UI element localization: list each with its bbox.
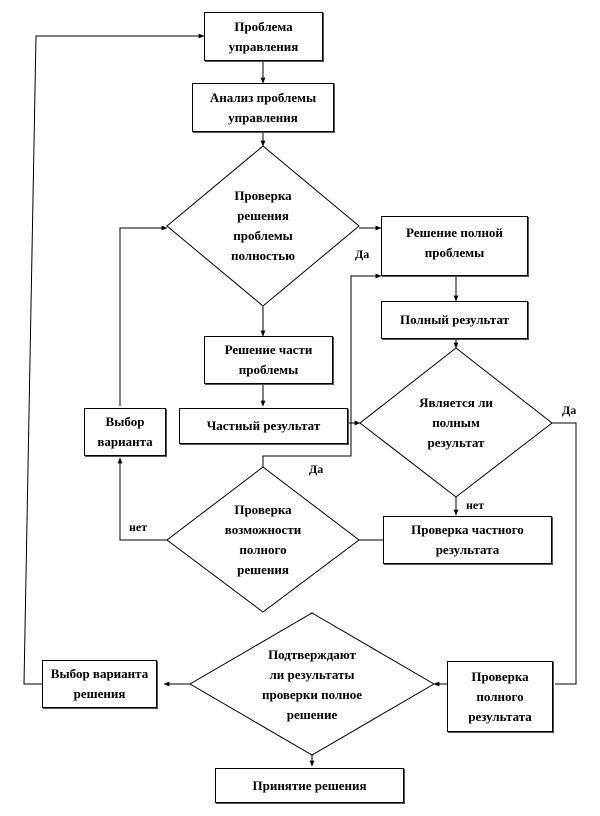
node-is-full-text: Является ли полным результат: [419, 395, 493, 450]
node-decision: Принятие решения: [215, 768, 404, 803]
node-check-possibility: Проверка возможности полного решения: [203, 500, 323, 580]
node-check-full: Проверка решения проблемы полностью: [203, 186, 323, 266]
node-check-full-result-text: Проверка полного результата: [468, 668, 532, 724]
node-confirm-text: Подтверждают ли результаты проверки полн…: [261, 647, 363, 722]
node-partial-result-text: Частный результат: [206, 418, 321, 433]
node-choose-variant: Выбор варианта: [84, 408, 166, 456]
edge-choose-check: [119, 225, 168, 406]
node-solve-part-text: Решение части проблемы: [224, 342, 313, 377]
edge-isfull-checkfullresult: [552, 422, 577, 685]
node-problem: Проблема управления: [204, 12, 323, 61]
node-analysis-text: Анализ проблемы управления: [209, 89, 317, 125]
node-choose-solution: Выбор варианта решения: [42, 660, 157, 708]
node-check-partial: Проверка частного результата: [383, 516, 552, 564]
edge-possibility-choose: [117, 457, 167, 541]
node-choose-solution-text: Выбор варианта решения: [50, 666, 149, 701]
node-choose-variant-text: Выбор варианта: [97, 414, 153, 449]
node-confirm: Подтверждают ли результаты проверки полн…: [242, 645, 382, 725]
node-check-full-result: Проверка полного результата: [447, 661, 553, 732]
label-no-1: нет: [466, 498, 485, 512]
node-check-partial-text: Проверка частного результата: [411, 522, 524, 557]
node-problem-text: Проблема управления: [228, 18, 299, 54]
node-analysis: Анализ проблемы управления: [192, 83, 334, 132]
label-yes-1: Да: [355, 247, 370, 261]
node-is-full: Является ли полным результат: [396, 393, 516, 453]
node-partial-result: Частный результат: [179, 408, 348, 444]
edge-possibility-solvefull: [262, 273, 382, 467]
label-yes-2: Да: [562, 403, 577, 417]
decision-diamond-check-possibility: [166, 466, 360, 613]
node-check-possibility-text: Проверка возможности полного решения: [224, 502, 302, 577]
node-solve-part: Решение части проблемы: [204, 336, 333, 384]
label-no-2: нет: [129, 520, 148, 534]
node-check-full-text: Проверка решения проблемы полностью: [230, 188, 296, 263]
node-solve-full: Решение полной проблемы: [381, 216, 528, 276]
node-solve-full-text: Решение полной проблемы: [406, 225, 503, 260]
node-decision-text: Принятие решения: [252, 777, 367, 793]
edge-choosesolution-problem: [23, 33, 205, 685]
node-full-result-text: Полный результат: [399, 312, 509, 327]
label-yes-3: Да: [309, 462, 324, 476]
node-full-result: Полный результат: [381, 301, 528, 339]
